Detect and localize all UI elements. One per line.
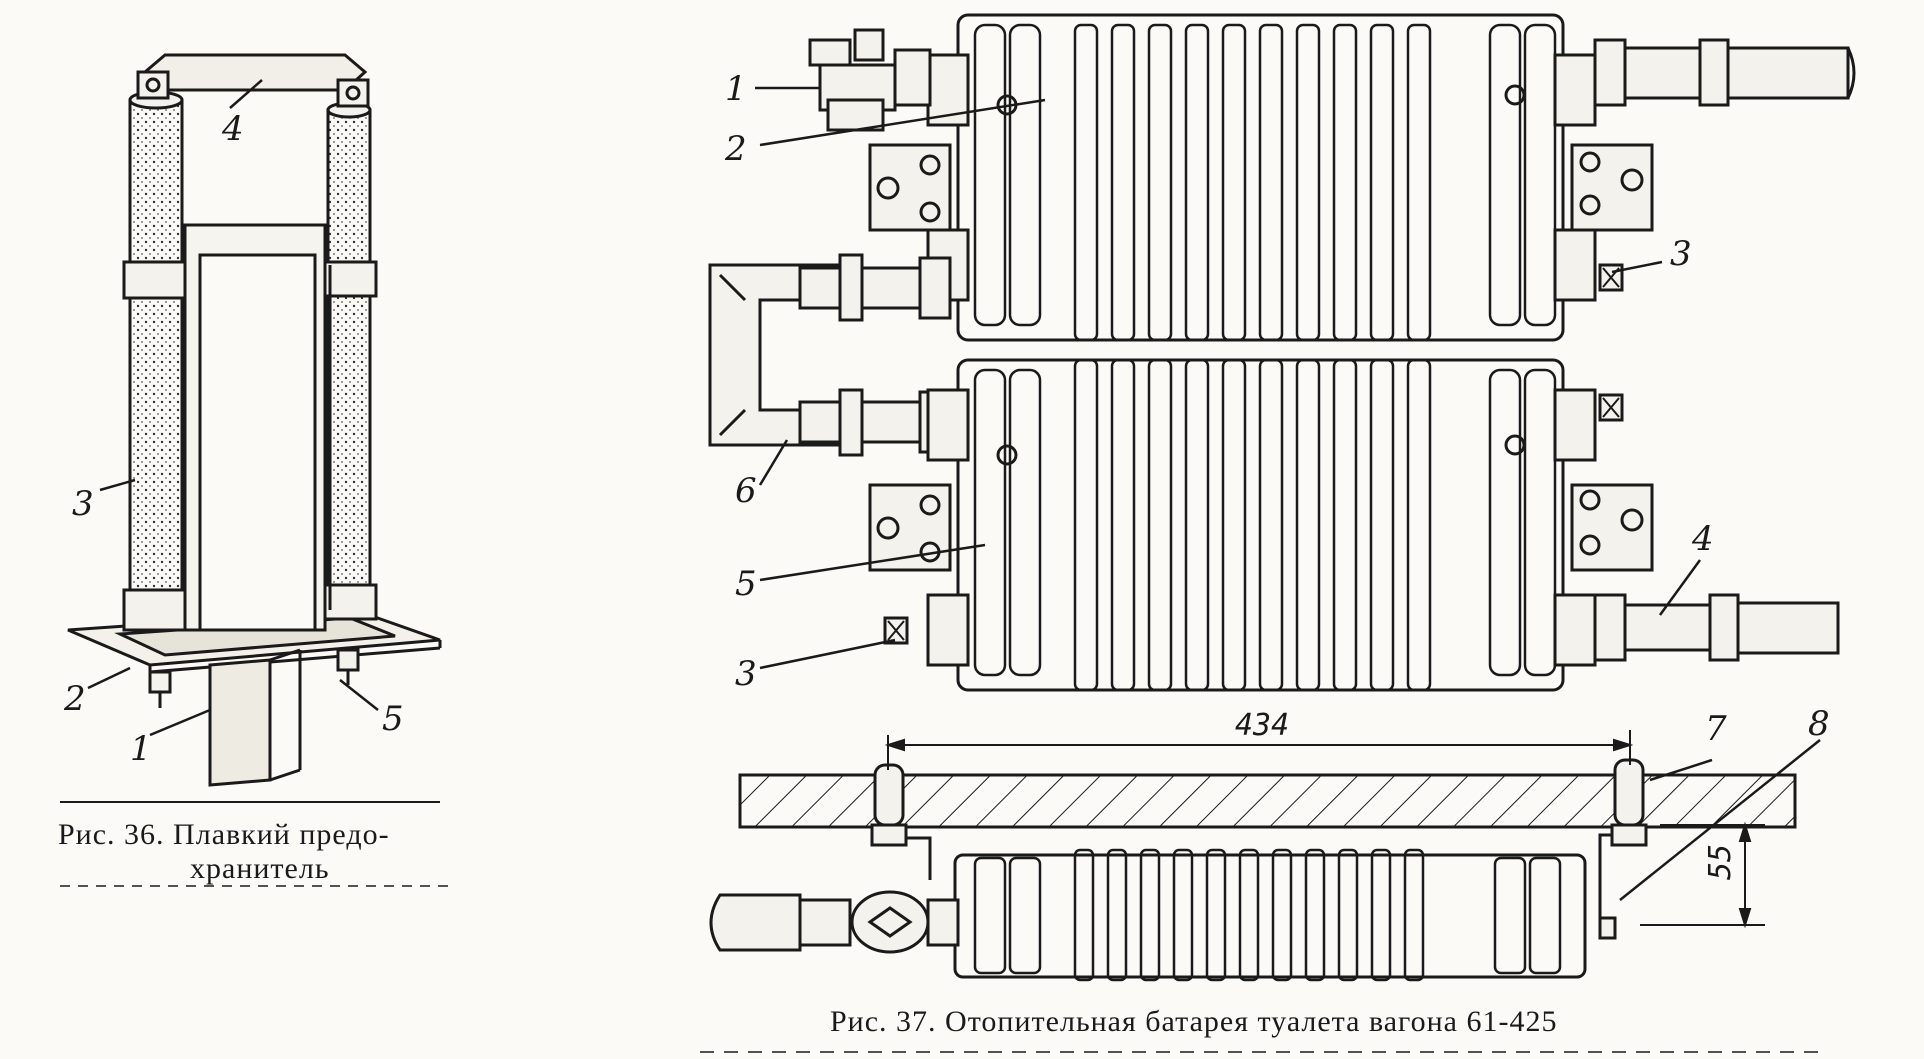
fig37-label-7: 7 xyxy=(1705,709,1727,749)
fig37-caption: Рис. 37. Отопительная батарея туалета ва… xyxy=(830,1005,1558,1038)
fig37-upper-radiator xyxy=(808,13,1856,342)
fig37-dim-width: 434 xyxy=(1235,708,1289,743)
fig37-leaders xyxy=(755,86,1821,901)
fig37-heating-battery-drawing xyxy=(708,13,1856,982)
fig37-label-5: 5 xyxy=(735,564,757,604)
fig36-tube-left xyxy=(128,98,184,622)
fig36-fuse-drawing xyxy=(67,53,442,787)
fig36-label-5: 5 xyxy=(382,699,404,739)
fig36-label-4: 4 xyxy=(221,109,244,149)
fig37-lower-radiator xyxy=(868,358,1840,692)
fig36-caption-line2: хранитель xyxy=(190,852,330,885)
fig37-label-8: 8 xyxy=(1808,704,1830,744)
fig37-label-3-lower: 3 xyxy=(735,654,757,694)
fig37-dim-height: 55 xyxy=(1703,844,1738,880)
fig36-caption-line1: Рис. 36. Плавкий предо- xyxy=(58,818,390,851)
fig36-tube-right xyxy=(326,108,372,612)
fig37-label-2: 2 xyxy=(724,129,747,169)
fig36-label-3: 3 xyxy=(72,484,94,524)
fig36-label-1: 1 xyxy=(130,729,152,769)
fig36-contact-blade xyxy=(208,658,272,787)
fig37-connecting-pipe xyxy=(708,253,952,457)
fig37-label-3-upper: 3 xyxy=(1670,234,1692,274)
fig37-dimension-lines xyxy=(884,730,1765,929)
fig37-label-4: 4 xyxy=(1691,519,1714,559)
fig36-label-2: 2 xyxy=(63,679,86,719)
fig37-label-6: 6 xyxy=(735,471,757,511)
fig37-label-1: 1 xyxy=(725,69,747,109)
fig37-side-view xyxy=(709,758,1648,982)
fig36-leaders xyxy=(87,79,379,737)
